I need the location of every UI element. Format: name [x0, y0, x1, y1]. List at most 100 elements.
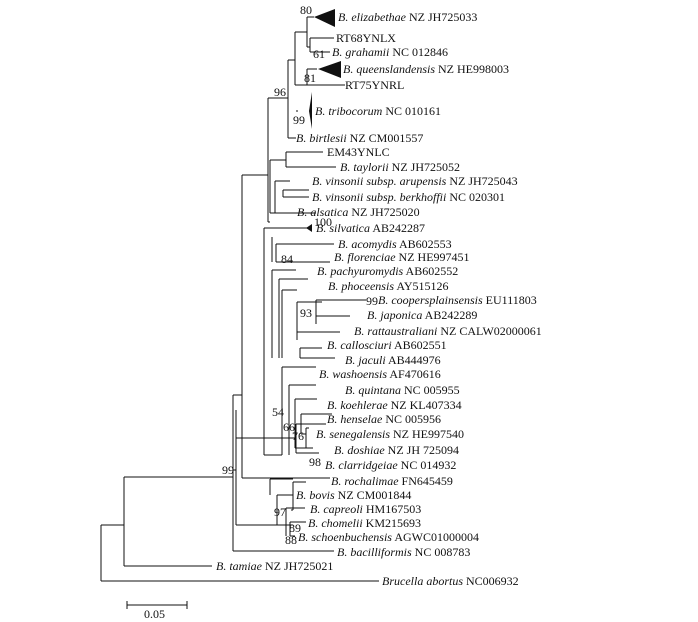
taxon-accession: NC 012846: [389, 45, 448, 59]
taxon-accession: NZ HE997451: [396, 250, 470, 264]
taxon-species-name: B. alsatica: [297, 205, 348, 219]
taxon-species-name: B. jaculi: [345, 353, 386, 367]
bootstrap-value: 98: [309, 455, 321, 469]
taxon-accession: NZ JH725020: [348, 205, 419, 219]
collapsed-clade-elizabethae: [314, 9, 335, 27]
taxon-accession: NC 005956: [382, 412, 441, 426]
taxon-species-name: Brucella abortus: [382, 574, 463, 588]
taxon-species-name: B. rattaustraliani: [354, 324, 437, 338]
taxon-label: B. capreoli HM167503: [310, 502, 421, 516]
bootstrap-value: 96: [274, 85, 286, 99]
taxon-accession: NZ HE997540: [390, 427, 464, 441]
taxon-label: B. rochalimae FN645459: [331, 474, 453, 488]
taxon-accession: AB602552: [403, 264, 458, 278]
taxon-accession: FN645459: [399, 474, 453, 488]
taxon-species-name: B. schoenbuchensis: [298, 530, 392, 544]
taxon-accession: NC006932: [463, 574, 519, 588]
taxon-label: B. rattaustraliani NZ CALW02000061: [354, 324, 542, 338]
taxon-label: B. chomelii KM215693: [308, 516, 421, 530]
taxon-species-name: B. elizabethae: [338, 10, 407, 24]
taxon-label: B. vinsonii subsp. arupensis NZ JH725043: [312, 174, 518, 188]
taxon-label: B. pachyuromydis AB602552: [317, 264, 458, 278]
taxon-species-name: B. birtlesii: [296, 131, 347, 145]
taxon-accession: NZ JH725043: [446, 174, 517, 188]
taxon-accession: NZ CM001557: [347, 131, 424, 145]
taxon-label: B. silvatica AB242287: [316, 221, 425, 235]
bootstrap-value: 80: [300, 3, 312, 17]
taxon-accession: RT75YNRL: [345, 78, 404, 92]
bootstrap-value: 93: [300, 306, 312, 320]
bootstrap-value: 76: [292, 429, 304, 443]
bootstrap-value: 81: [304, 71, 316, 85]
taxon-species-name: B. capreoli: [310, 502, 363, 516]
taxon-species-name: B. koehlerae: [327, 398, 388, 412]
taxon-label: B. quintana NC 005955: [345, 383, 460, 397]
taxon-species-name: B. senegalensis: [316, 427, 390, 441]
taxon-species-name: B. tamiae: [216, 559, 263, 573]
taxon-accession: NZ CM001844: [335, 488, 412, 502]
taxon-label: B. florenciae NZ HE997451: [334, 250, 470, 264]
taxon-species-name: B. quintana: [345, 383, 401, 397]
taxon-species-name: B. phoceensis: [328, 279, 394, 293]
taxon-species-name: B. tribocorum: [315, 104, 383, 118]
taxon-species-name: B. vinsonii subsp. arupensis: [312, 174, 447, 188]
scale-bar-label: 0.05: [144, 607, 165, 621]
taxon-label: B. birtlesii NZ CM001557: [296, 131, 423, 145]
taxon-accession: AGWC01000004: [392, 530, 479, 544]
taxon-species-name: B. chomelii: [308, 516, 363, 530]
taxon-accession: AB602553: [397, 237, 452, 251]
taxon-label: B. bovis NZ CM001844: [296, 488, 411, 502]
taxon-label: B. washoensis AF470616: [319, 367, 441, 381]
taxon-species-name: B. vinsonii subsp. berkhoffii: [312, 190, 446, 204]
taxon-label: B. doshiae NZ JH 725094: [334, 443, 459, 457]
taxon-species-name: B. grahamii: [332, 45, 389, 59]
taxon-accession: EU111803: [483, 293, 537, 307]
taxon-accession: NZ JH725033: [406, 10, 477, 24]
bootstrap-value: 97: [274, 505, 286, 519]
taxon-accession: NC 020301: [446, 190, 505, 204]
taxon-species-name: B. washoensis: [319, 367, 387, 381]
taxon-label: B. grahamii NC 012846: [332, 45, 448, 59]
taxon-label: B. taylorii NZ JH725052: [340, 160, 460, 174]
taxon-label: B. senegalensis NZ HE997540: [316, 427, 464, 441]
taxon-accession: NC 005955: [401, 383, 460, 397]
taxon-label: B. henselae NC 005956: [327, 412, 441, 426]
taxon-species-name: B. coopersplainsensis: [378, 293, 483, 307]
taxon-accession: NC 014932: [398, 458, 457, 472]
taxon-accession: NZ HE998003: [435, 62, 509, 76]
bootstrap-value: 88: [285, 533, 297, 547]
taxon-species-name: B. rochalimae: [331, 474, 399, 488]
bootstrap-value: 54: [272, 405, 284, 419]
taxon-species-name: B. clarridgeiae: [325, 458, 398, 472]
taxon-label: B. bacilliformis NC 008783: [337, 545, 470, 559]
taxon-accession: AF470616: [387, 367, 441, 381]
taxon-accession: HM167503: [363, 502, 421, 516]
taxon-label: B. tribocorum NC 010161: [315, 104, 441, 118]
collapsed-clades: [306, 9, 341, 232]
taxon-accession: AB444976: [386, 353, 441, 367]
bootstrap-value: 66: [283, 420, 295, 434]
taxon-label: B. jaculi AB444976: [345, 353, 441, 367]
taxon-accession: AB602551: [392, 338, 447, 352]
taxon-species-name: B. japonica: [367, 308, 422, 322]
bootstrap-value: 99: [293, 113, 305, 127]
taxon-label: B. elizabethae NZ JH725033: [338, 10, 477, 24]
taxon-species-name: B. callosciuri: [327, 338, 392, 352]
taxon-accession: NZ KL407334: [388, 398, 462, 412]
taxon-accession: RT68YNLX: [336, 31, 396, 45]
taxon-species-name: B. silvatica: [316, 221, 370, 235]
tree-branches: [100, 16, 379, 582]
taxon-species-name: B. bovis: [296, 488, 335, 502]
taxon-label: B. acomydis AB602553: [338, 237, 452, 251]
taxon-label: B. clarridgeiae NC 014932: [325, 458, 456, 472]
taxon-accession: NC 008783: [412, 545, 471, 559]
taxon-accession: NC 010161: [382, 104, 441, 118]
taxon-label: EM43YNLC: [327, 145, 390, 159]
taxon-label: B. phoceensis AY515126: [328, 279, 449, 293]
collapsed-clade-tribocorum: [309, 92, 312, 129]
bootstrap-value: 99: [366, 294, 378, 308]
taxon-label: B. alsatica NZ JH725020: [297, 205, 420, 219]
